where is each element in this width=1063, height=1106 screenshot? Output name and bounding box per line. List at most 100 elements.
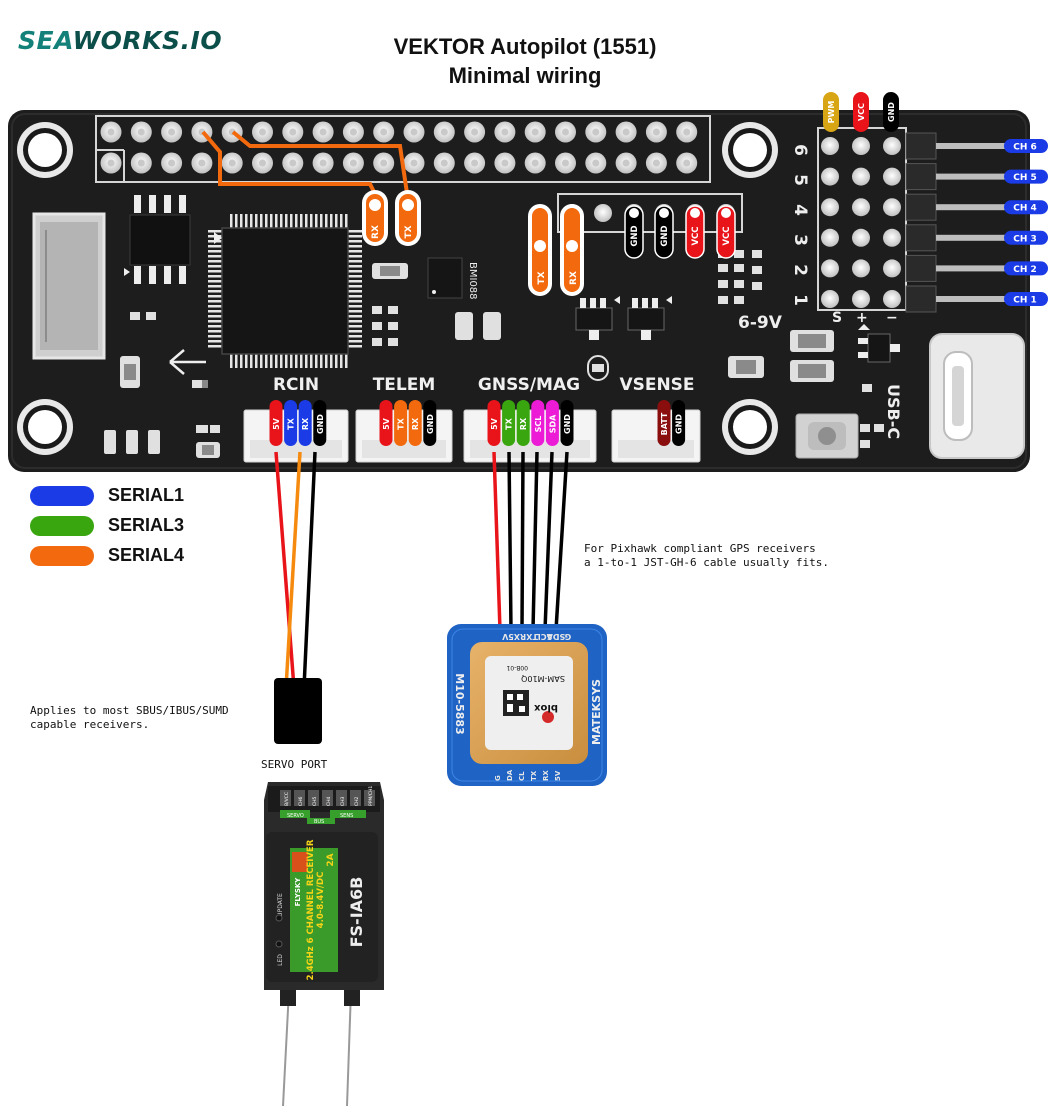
channel-label: CH 5 xyxy=(1013,173,1037,183)
servo-pin xyxy=(821,198,839,217)
rx-port-label: CH6 xyxy=(298,796,304,806)
gps-pin-label: G xyxy=(565,632,572,641)
servo-pin xyxy=(821,228,839,247)
servo-pin xyxy=(883,167,901,186)
rx-port xyxy=(364,790,375,806)
rx-port-label: CH5 xyxy=(312,796,318,806)
port-label-telem: TELEM xyxy=(373,375,436,395)
servo-pin xyxy=(883,228,901,247)
rx-desc2: 4.0-8.4V/DC xyxy=(316,872,326,929)
port-pin xyxy=(269,400,283,446)
port-pin-label: GND xyxy=(426,414,435,434)
rx-bus-label-servo: SERVO xyxy=(287,813,304,819)
port-pin xyxy=(487,400,501,446)
port-pin xyxy=(313,400,327,446)
rx-port xyxy=(280,790,291,806)
port-pin-label: RX xyxy=(411,417,420,430)
gps-pin-label: CL xyxy=(518,771,526,781)
servo-pin xyxy=(883,137,901,155)
gps-alt-header: TX RX GND GND VCC VCC xyxy=(528,193,743,296)
port-pin xyxy=(284,400,298,446)
rx-desc1: 2.4GHz 6 CHANNEL RECEIVER xyxy=(306,839,316,980)
port-pin-label: TX xyxy=(397,417,406,429)
channel-number: 4 xyxy=(790,204,810,216)
rcin-wire-gnd xyxy=(302,451,317,689)
usb-c-connector: USB-C xyxy=(884,333,1025,459)
bridge-pin-tx: TX xyxy=(395,190,421,246)
rx-port-label: CH2 xyxy=(354,796,360,806)
bridge-rx-label: RX xyxy=(371,225,381,239)
brand-part1: SEA xyxy=(18,26,73,55)
gps-pin-label: DA xyxy=(506,769,514,781)
channel-number: 3 xyxy=(790,234,810,246)
legend-swatch xyxy=(30,516,94,536)
port-pin-label: RX xyxy=(519,417,528,430)
channel-pill xyxy=(1004,261,1048,276)
legend-label: SERIAL3 xyxy=(108,515,185,535)
boot-button[interactable] xyxy=(795,413,859,459)
channel-label: CH 6 xyxy=(1013,143,1037,153)
mounting-hole xyxy=(722,399,778,455)
servo-pin xyxy=(883,198,901,217)
servo-wire-labels: PWM VCC GND xyxy=(823,92,899,132)
port-pin-label: 5V xyxy=(490,417,499,430)
servo-pin xyxy=(852,137,870,155)
rx-port xyxy=(336,790,347,806)
autopilot-board: RX TX BMI xyxy=(8,92,1048,472)
gps-pin-label: 5V xyxy=(501,632,514,641)
port-pin-label: GND xyxy=(316,414,325,434)
gps-pin-label: SCL xyxy=(536,632,553,641)
rcin-wire-5v xyxy=(274,451,296,689)
channel-label: CH 4 xyxy=(1013,204,1037,214)
servo-pin xyxy=(852,198,870,217)
antenna-left xyxy=(282,989,290,1106)
port-pin xyxy=(545,400,559,446)
channel-label: CH 2 xyxy=(1013,265,1037,275)
port-pin xyxy=(408,400,422,446)
gps-pin-label: G xyxy=(494,775,502,781)
channel-label: CH 3 xyxy=(1013,234,1037,244)
port-pin-label: 5V xyxy=(382,417,391,430)
legend-label: SERIAL1 xyxy=(108,485,185,505)
rx-port-label: PPM/CH1 xyxy=(368,786,374,806)
gnss-wire-rx xyxy=(520,451,525,631)
rx-port-label: CH3 xyxy=(340,796,346,806)
servo-port-label: SERVO PORT xyxy=(261,758,328,771)
title-line1: VEKTOR Autopilot (1551) xyxy=(393,34,657,59)
passive-components xyxy=(104,250,884,458)
gps-pin-label: 5V xyxy=(554,770,562,781)
rx-update-label: UPDATE xyxy=(277,893,284,917)
port-pin xyxy=(672,400,686,446)
gps-brand-label: MATEKSYS xyxy=(590,679,603,745)
gps-chip-model: SAM-M10Q xyxy=(521,674,565,683)
alt-gnd1-label: GND xyxy=(630,225,640,246)
servo-s-label: S xyxy=(832,310,842,326)
channel-pill xyxy=(1004,230,1048,245)
port-pin xyxy=(379,400,393,446)
channel-number: 1 xyxy=(790,294,810,306)
servo-pin xyxy=(821,137,839,155)
rcin-wire-rx xyxy=(284,451,302,689)
rx-port xyxy=(308,790,319,806)
rx-desc3: 2A xyxy=(326,853,336,866)
channel-pill xyxy=(1004,292,1048,306)
mounting-hole xyxy=(17,399,73,455)
gps-pin-label: TX xyxy=(530,770,538,781)
servo-pin xyxy=(852,228,870,247)
port-pin xyxy=(298,400,312,446)
port-label-vsense: VSENSE xyxy=(619,375,694,395)
legend-label: SERIAL4 xyxy=(108,545,185,565)
channel-numbers: 6 5 4 3 2 1 xyxy=(790,144,810,306)
gps-pin-label: TX xyxy=(525,632,537,641)
port-pin-label: TX xyxy=(505,417,514,429)
channel-pill xyxy=(1004,169,1048,184)
polarity-plus: + xyxy=(856,310,868,326)
port-pin-label: GND xyxy=(563,414,572,434)
servo-pin xyxy=(852,290,870,308)
usb-c-label: USB-C xyxy=(884,384,903,439)
mcu-chip xyxy=(208,214,362,368)
gps-pin-label: SDA xyxy=(546,632,565,641)
